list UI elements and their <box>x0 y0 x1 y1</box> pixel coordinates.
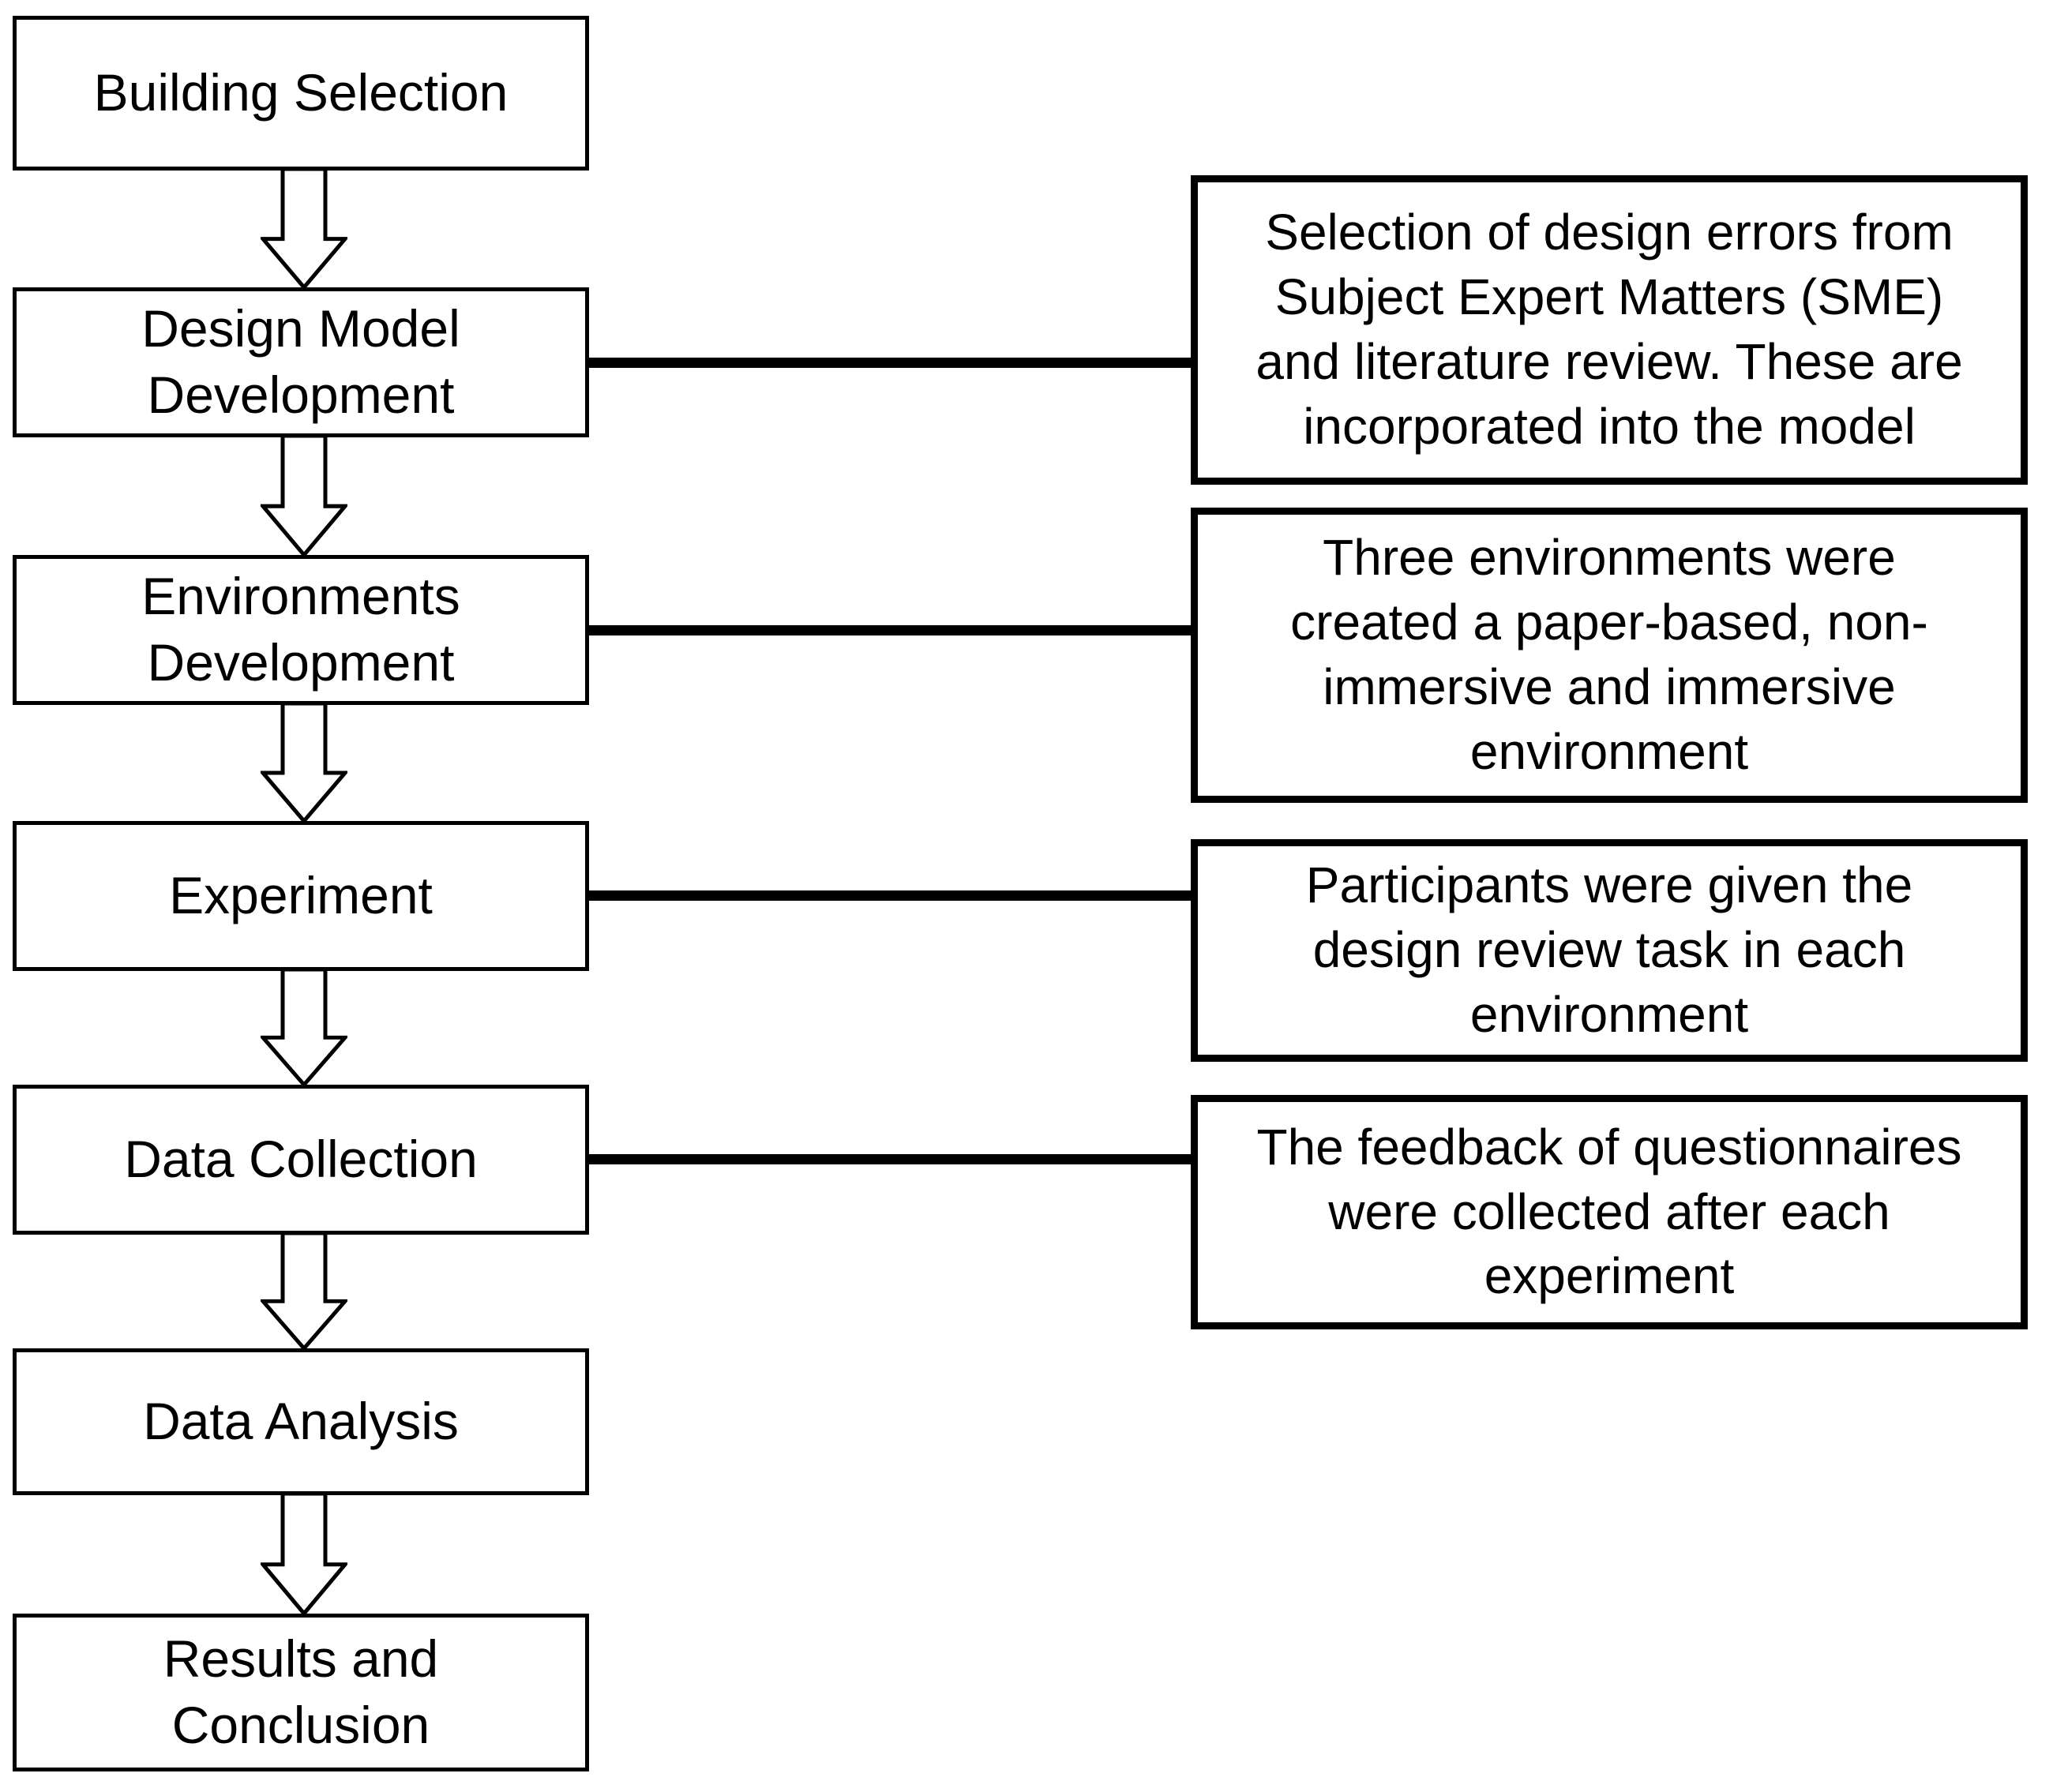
flow-step-design-model-development: Design Model Development <box>13 287 589 437</box>
flow-step-results-and-conclusion: Results and Conclusion <box>13 1614 589 1771</box>
flow-step-label: Design Model Development <box>141 299 460 424</box>
connector-line <box>587 1154 1194 1164</box>
flow-step-label: Environments Development <box>141 567 460 692</box>
annotation-text: Participants were given the design revie… <box>1305 857 1913 1043</box>
down-arrow-icon <box>261 1233 347 1351</box>
down-arrow-icon <box>261 169 347 290</box>
flow-step-environments-development: Environments Development <box>13 555 589 705</box>
flow-step-label: Data Collection <box>124 1130 478 1189</box>
connector-line <box>587 358 1194 368</box>
annotation-box-data-collection: The feedback of questionnaires were coll… <box>1191 1095 2028 1329</box>
annotation-text: The feedback of questionnaires were coll… <box>1256 1118 1962 1305</box>
down-arrow-icon <box>261 1494 347 1616</box>
connector-line <box>587 625 1194 635</box>
down-arrow-icon <box>261 703 347 823</box>
flow-step-data-collection: Data Collection <box>13 1085 589 1235</box>
flow-step-experiment: Experiment <box>13 821 589 971</box>
down-arrow-icon <box>261 436 347 557</box>
flow-step-label: Results and Conclusion <box>163 1629 439 1754</box>
flow-step-label: Building Selection <box>93 63 509 122</box>
annotation-text: Selection of design errors from Subject … <box>1255 204 1963 455</box>
annotation-box-experiment: Participants were given the design revie… <box>1191 839 2028 1062</box>
flow-step-label: Experiment <box>169 866 433 925</box>
annotation-box-environments-development: Three environments were created a paper-… <box>1191 508 2028 803</box>
down-arrow-icon <box>261 969 347 1087</box>
flow-step-building-selection: Building Selection <box>13 16 589 171</box>
flow-step-data-analysis: Data Analysis <box>13 1348 589 1495</box>
flow-step-label: Data Analysis <box>143 1392 459 1451</box>
annotation-text: Three environments were created a paper-… <box>1290 529 1928 780</box>
connector-line <box>587 890 1194 901</box>
annotation-box-design-model-development: Selection of design errors from Subject … <box>1191 175 2028 485</box>
